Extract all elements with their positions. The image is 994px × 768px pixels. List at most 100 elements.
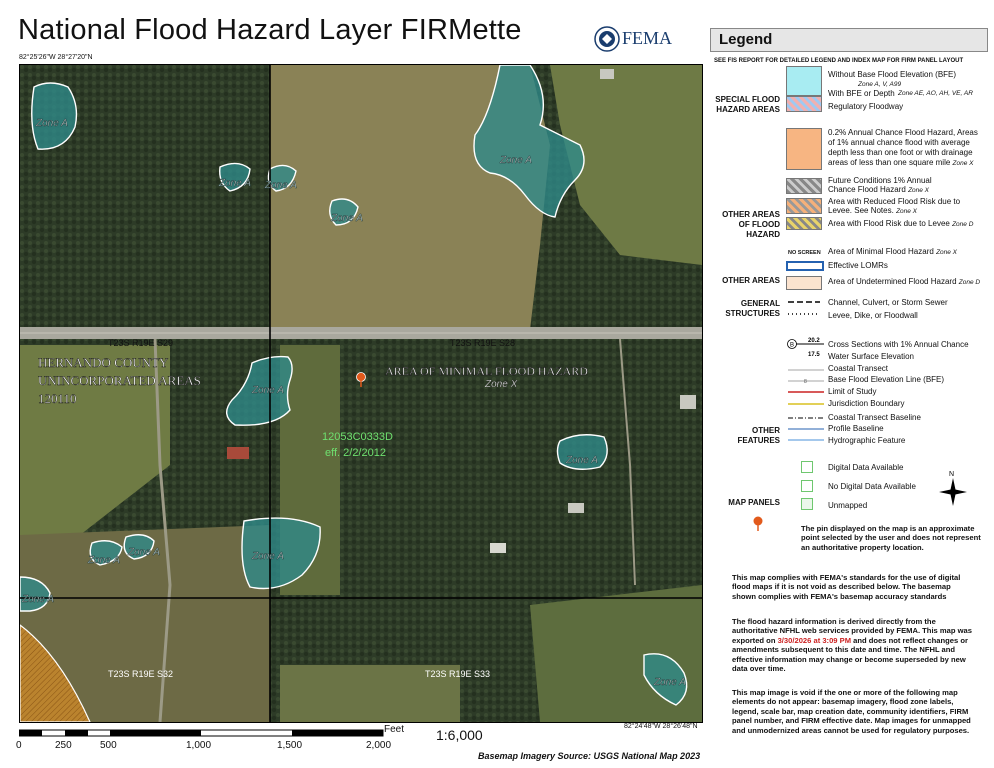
unmapped-swatch <box>801 498 813 510</box>
field-area <box>20 525 270 722</box>
legend-label: Jurisdiction Boundary <box>828 399 905 408</box>
legend-label: Base Flood Elevation Line (BFE) <box>828 375 945 384</box>
legend-label: Profile Baseline <box>828 424 884 433</box>
legend-label: Water Surface Elevation <box>828 352 914 361</box>
legend-label: Cross Sections with 1% Annual Chance <box>828 340 969 349</box>
zone-a-area[interactable] <box>241 517 321 590</box>
flood-map[interactable]: Zone A Zone A Zone A Zone A Zone A Zone … <box>19 64 703 723</box>
zone-a-label: Zone A <box>653 677 686 688</box>
legend-label: Channel, Culvert, or Storm Sewer <box>828 298 948 307</box>
zone-a-area[interactable] <box>226 355 293 426</box>
lomr-swatch <box>786 261 824 271</box>
legend-subtitle: SEE FIS REPORT FOR DETAILED LEGEND AND I… <box>714 58 964 64</box>
map-canvas[interactable]: Zone A Zone A Zone A Zone A Zone A Zone … <box>20 65 702 722</box>
field-area <box>20 345 170 535</box>
zone-a-label: Zone A <box>218 178 251 189</box>
floodway-swatch <box>786 96 822 112</box>
zone-a-label: Zone A <box>21 594 54 605</box>
zone-a-area[interactable] <box>329 198 359 226</box>
zone-a-area[interactable] <box>219 162 251 192</box>
location-pin-icon[interactable] <box>356 372 366 388</box>
legend-category: OTHER AREAS <box>722 276 780 285</box>
legend-label: Without Base Flood Elevation (BFE) <box>828 70 957 79</box>
legend-label: 0.2% Annual Chance Flood Hazard, Areas o… <box>828 128 978 167</box>
legend-category: MAP PANELS <box>728 498 780 507</box>
legend-category: SPECIAL FLOOD HAZARD AREAS <box>715 95 780 114</box>
legend-label: With BFE or Depth <box>828 89 895 98</box>
zone-a-area[interactable] <box>473 65 585 218</box>
building <box>680 395 696 409</box>
svg-text:8: 8 <box>804 379 807 385</box>
zone-a-label: Zone A <box>330 213 363 224</box>
zone-x-shaded-swatch <box>786 128 822 170</box>
scale-units: Feet <box>384 724 405 735</box>
scale-tick: 0 <box>16 740 22 751</box>
zone-a-area[interactable] <box>89 540 123 566</box>
legend-zone: Zone AE, AO, AH, VE, AR <box>898 90 973 97</box>
svg-text:N: N <box>949 471 954 478</box>
zone-a-area[interactable] <box>643 653 688 706</box>
zone-a-label: Zone A <box>35 118 68 129</box>
zone-a-area[interactable] <box>31 82 78 150</box>
svg-text:B: B <box>790 343 794 349</box>
future-conditions-swatch <box>786 178 822 194</box>
legend-label: Chance Flood Hazard Zone X <box>828 185 930 194</box>
field-area <box>280 665 460 722</box>
export-date: 3/30/2026 at 3:09 PM <box>777 635 852 645</box>
zone-x-shaded-area[interactable] <box>20 624 91 722</box>
panel-number: 12053C0333D <box>322 431 393 443</box>
legend-panel: Legend SEE FIS REPORT FOR DETAILED LEGEN… <box>710 24 988 764</box>
minimal-hazard-label: AREA OF MINIMAL FLOOD HAZARD <box>385 364 588 378</box>
scale-tick: 1,000 <box>186 740 212 751</box>
scale-ratio: 1:6,000 <box>436 727 483 743</box>
feature-line-symbols: B 20.2 17.5 8 <box>787 338 824 441</box>
reduced-risk-swatch <box>786 198 822 214</box>
legend-title: Legend <box>719 31 773 48</box>
legend-label: Area of Minimal Flood Hazard Zone X <box>828 247 958 256</box>
building <box>568 503 584 513</box>
zone-a-label: Zone A <box>127 547 160 558</box>
scale-tick: 500 <box>100 740 117 751</box>
building <box>227 447 249 459</box>
scale-tick: 2,000 <box>366 740 392 751</box>
zone-a-area[interactable] <box>556 434 608 470</box>
dhs-seal-icon <box>594 26 620 52</box>
legend-label: No Digital Data Available <box>828 482 916 491</box>
svg-text:17.5: 17.5 <box>808 352 820 358</box>
section-label: T23S R19E S29 <box>108 338 173 348</box>
county-label: UNINCORPORATED AREAS <box>38 373 201 388</box>
legend-label: Limit of Study <box>828 387 877 396</box>
legend-zone: Zone A, V, A99 <box>858 81 902 88</box>
basemap-source: Basemap Imagery Source: USGS National Ma… <box>478 751 701 761</box>
zone-a-label: Zone A <box>251 551 284 562</box>
undetermined-swatch <box>786 276 822 290</box>
zone-a-label: Zone A <box>565 455 598 466</box>
zone-a-area[interactable] <box>20 576 51 612</box>
zone-a-label: Zone A <box>251 385 284 396</box>
scale-tick: 1,500 <box>277 740 303 751</box>
fema-logo: FEMA <box>594 24 704 54</box>
dirt-road <box>619 338 636 586</box>
panel-effective-date: eff. 2/2/2012 <box>325 447 386 459</box>
bottom-right-coordinate: 82°24'48"W 28°26'48"N <box>624 723 698 730</box>
legend-label: Regulatory Floodway <box>828 102 904 111</box>
legend-label: Area with Reduced Flood Risk due to <box>828 197 961 206</box>
building <box>490 543 506 553</box>
dirt-road <box>153 338 172 722</box>
north-arrow-icon: N <box>939 471 967 506</box>
pin-note: The pin displayed on the map is an appro… <box>801 524 981 552</box>
zone-a-swatch <box>786 66 822 96</box>
export-note: The flood hazard information is derived … <box>732 617 972 674</box>
zone-a-label: Zone A <box>264 180 297 191</box>
legend-category: OTHER FEATURES <box>737 426 780 445</box>
no-digital-data-swatch <box>801 480 813 492</box>
legend-label: Digital Data Available <box>828 463 904 472</box>
legend-label: Area with Flood Risk due to Levee Zone D <box>828 219 974 228</box>
county-label: 120110 <box>38 391 77 406</box>
section-label: T23S R19E S33 <box>425 669 490 679</box>
building <box>600 69 614 79</box>
zone-a-area[interactable] <box>267 164 297 192</box>
legend-label: Area of Undetermined Flood Hazard Zone D <box>828 277 981 286</box>
zone-a-area[interactable] <box>123 534 155 560</box>
zone-a-label: Zone A <box>499 155 532 166</box>
